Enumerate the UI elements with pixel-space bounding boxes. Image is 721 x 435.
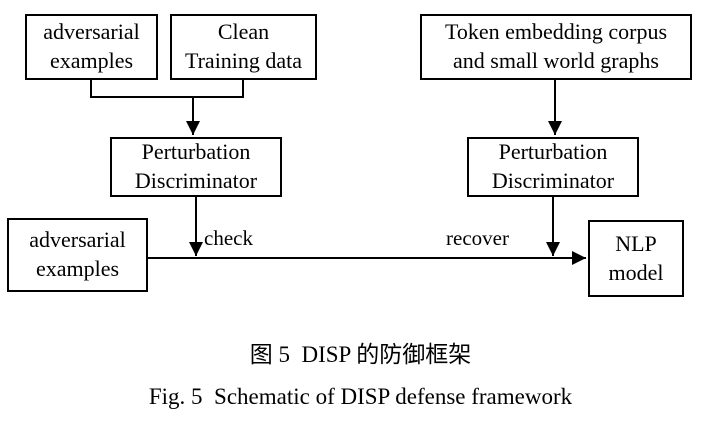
- edge-label-check: check: [204, 226, 253, 250]
- node-perturbation-discriminator-right: Perturbation Discriminator: [467, 137, 639, 197]
- node-nlp-model: NLP model: [588, 220, 684, 297]
- node-adversarial-examples-bottom: adversarial examples: [7, 218, 148, 292]
- caption-chinese: 图 5 DISP 的防御框架: [249, 342, 472, 367]
- node-perturbation-discriminator-left: Perturbation Discriminator: [110, 137, 282, 197]
- node-adversarial-examples-top: adversarial examples: [25, 14, 158, 80]
- node-clean-training-data: Clean Training data: [170, 14, 317, 80]
- node-token-embedding-corpus: Token embedding corpus and small world g…: [420, 14, 692, 80]
- edge-merge-bracket: [90, 80, 244, 98]
- edge-label-recover: recover: [446, 226, 509, 250]
- caption-english: Fig. 5 Schematic of DISP defense framewo…: [148, 384, 573, 409]
